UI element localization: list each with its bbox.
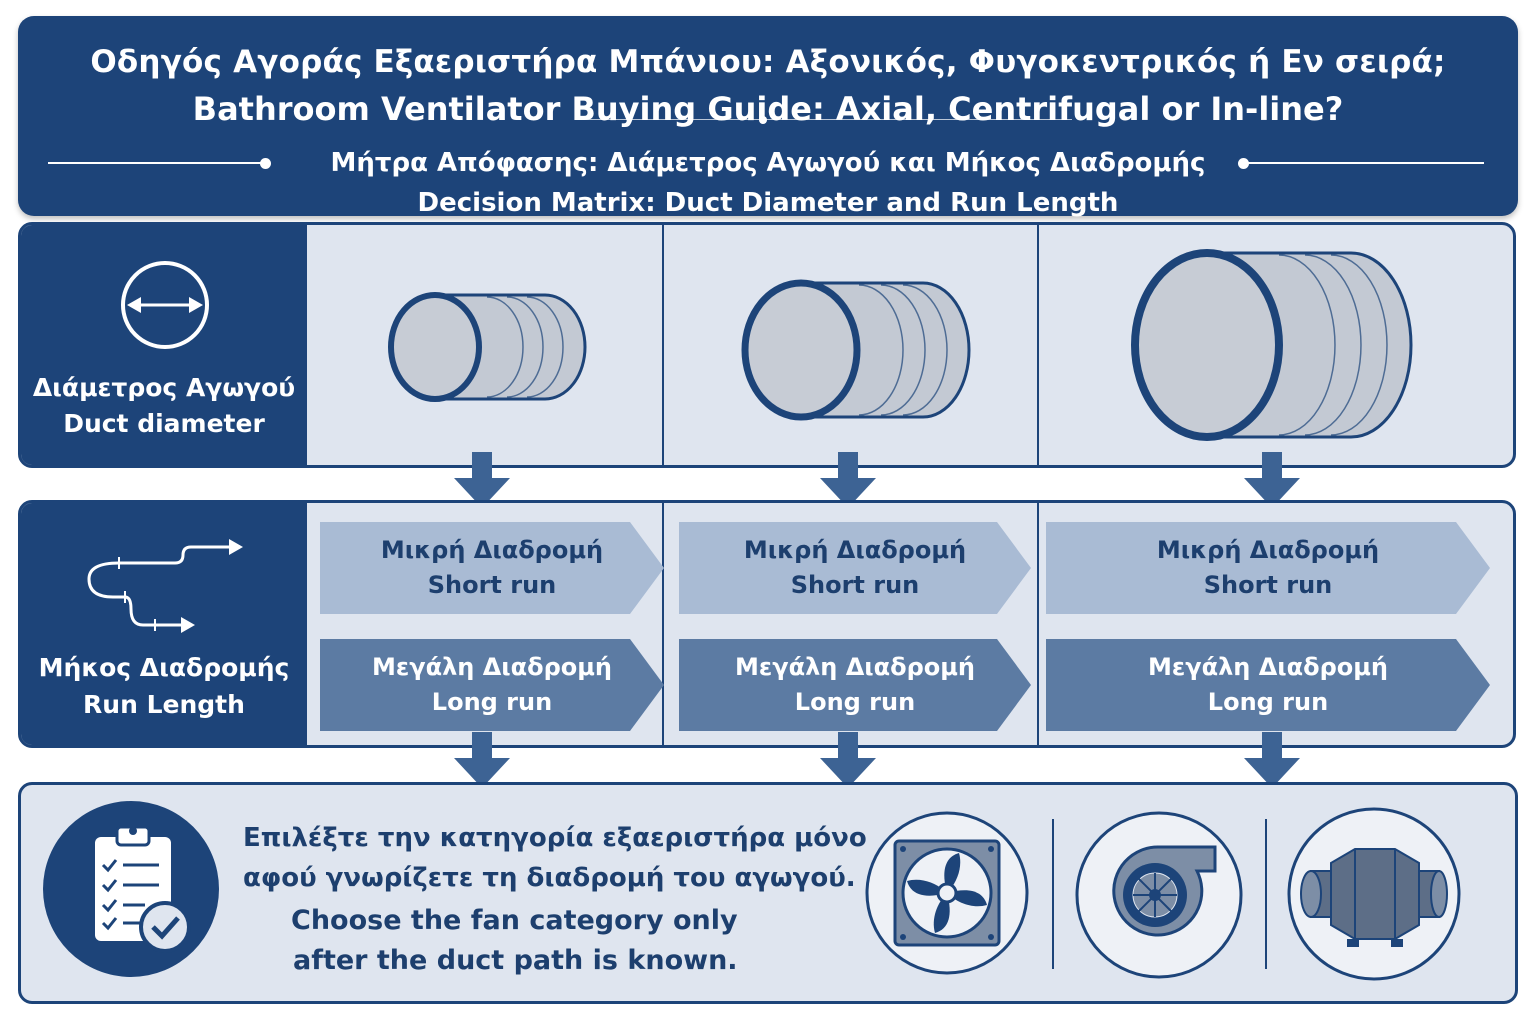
down-arrow [820,732,876,788]
run-length-label-greek: Μήκος Διαδρομής [38,653,290,682]
header-center-rule [584,119,1072,120]
long-run-chevron: Μεγάλη Διαδρομή Long run [1046,639,1490,731]
short-run-label-greek: Μικρή Διαδρομή [743,536,967,564]
long-run-label-greek: Μεγάλη Διαδρομή [371,653,613,681]
diameter-label-column: Διάμετρος Αγωγού Duct diameter [21,225,307,465]
header-banner: Οδηγός Αγοράς Εξαεριστήρα Μπάνιου: Αξονι… [18,16,1518,218]
long-run-label-greek: Μεγάλη Διαδρομή [1147,653,1389,681]
column-divider [1037,225,1039,465]
down-arrow [820,452,876,508]
long-run-chevron: Μεγάλη Διαδρομή Long run [320,639,664,731]
conclusion-text-greek-line1: Επιλέξτε την κατηγορία εξαεριστήρα μόνο [243,823,867,853]
short-run-chevron: Μικρή Διαδρομή Short run [1046,522,1490,614]
run-length-label-english: Run Length [83,690,245,719]
centrifugal-fan-icon [1075,811,1243,979]
down-arrow [1244,452,1300,508]
down-arrow [454,732,510,788]
down-arrow [1244,732,1300,788]
conclusion-text-english-line2: after the duct path is known. [293,945,738,976]
inline-fan-icon [1287,807,1461,981]
short-run-label-english: Short run [427,571,557,599]
axial-fan-icon [865,811,1029,975]
short-run-label-greek: Μικρή Διαδρομή [380,536,604,564]
short-run-chevron: Μικρή Διαδρομή Short run [679,522,1031,614]
short-run-chevron: Μικρή Διαδρομή Short run [320,522,664,614]
run-length-label-column: Μήκος Διαδρομής Run Length [21,503,307,745]
header-divider-right-dot [1238,158,1249,169]
long-run-label-english: Long run [794,688,916,716]
fan-divider [1052,819,1054,969]
diameter-label-english: Duct diameter [63,409,265,438]
conclusion-text-english-line1: Choose the fan category only [291,905,738,936]
column-divider [662,503,664,745]
long-run-chevron: Μεγάλη Διαδρομή Long run [679,639,1031,731]
conclusion-panel: Επιλέξτε την κατηγορία εξαεριστήρα μόνο … [18,782,1518,1004]
long-run-label-greek: Μεγάλη Διαδρομή [734,653,976,681]
diameter-row: Διάμετρος Αγωγού Duct diameter [18,222,1516,468]
checklist-icon [43,801,219,977]
long-run-label-english: Long run [431,688,553,716]
run-length-row: Μήκος Διαδρομής Run Length Μικρή Διαδρομ… [18,500,1516,748]
medium-duct [741,279,971,421]
small-duct [388,292,587,402]
diameter-label-greek: Διάμετρος Αγωγού [32,373,296,402]
subtitle-greek: Μήτρα Απόφασης: Διάμετρος Αγωγού και Μήκ… [330,148,1206,178]
title-greek: Οδηγός Αγοράς Εξαεριστήρα Μπάνιου: Αξονι… [90,44,1446,80]
header-divider-left-dot [260,158,271,169]
large-duct [1131,249,1413,441]
short-run-label-english: Short run [790,571,920,599]
header-divider-left [48,162,264,164]
duct-path-icon [87,539,243,633]
column-divider [662,225,664,465]
diameter-icon [121,261,209,349]
title-english: Bathroom Ventilator Buying Guide: Axial,… [192,90,1344,128]
long-run-label-english: Long run [1207,688,1329,716]
short-run-label-greek: Μικρή Διαδρομή [1156,536,1380,564]
conclusion-text-greek-line2: αφού γνωρίζετε τη διαδρομή του αγωγού. [243,863,856,893]
subtitle-english: Decision Matrix: Duct Diameter and Run L… [417,188,1119,218]
column-divider [1037,503,1039,745]
down-arrow [454,452,510,508]
short-run-label-english: Short run [1203,571,1333,599]
header-divider-right [1246,162,1484,164]
fan-divider [1265,819,1267,969]
header-center-dot [759,116,767,124]
